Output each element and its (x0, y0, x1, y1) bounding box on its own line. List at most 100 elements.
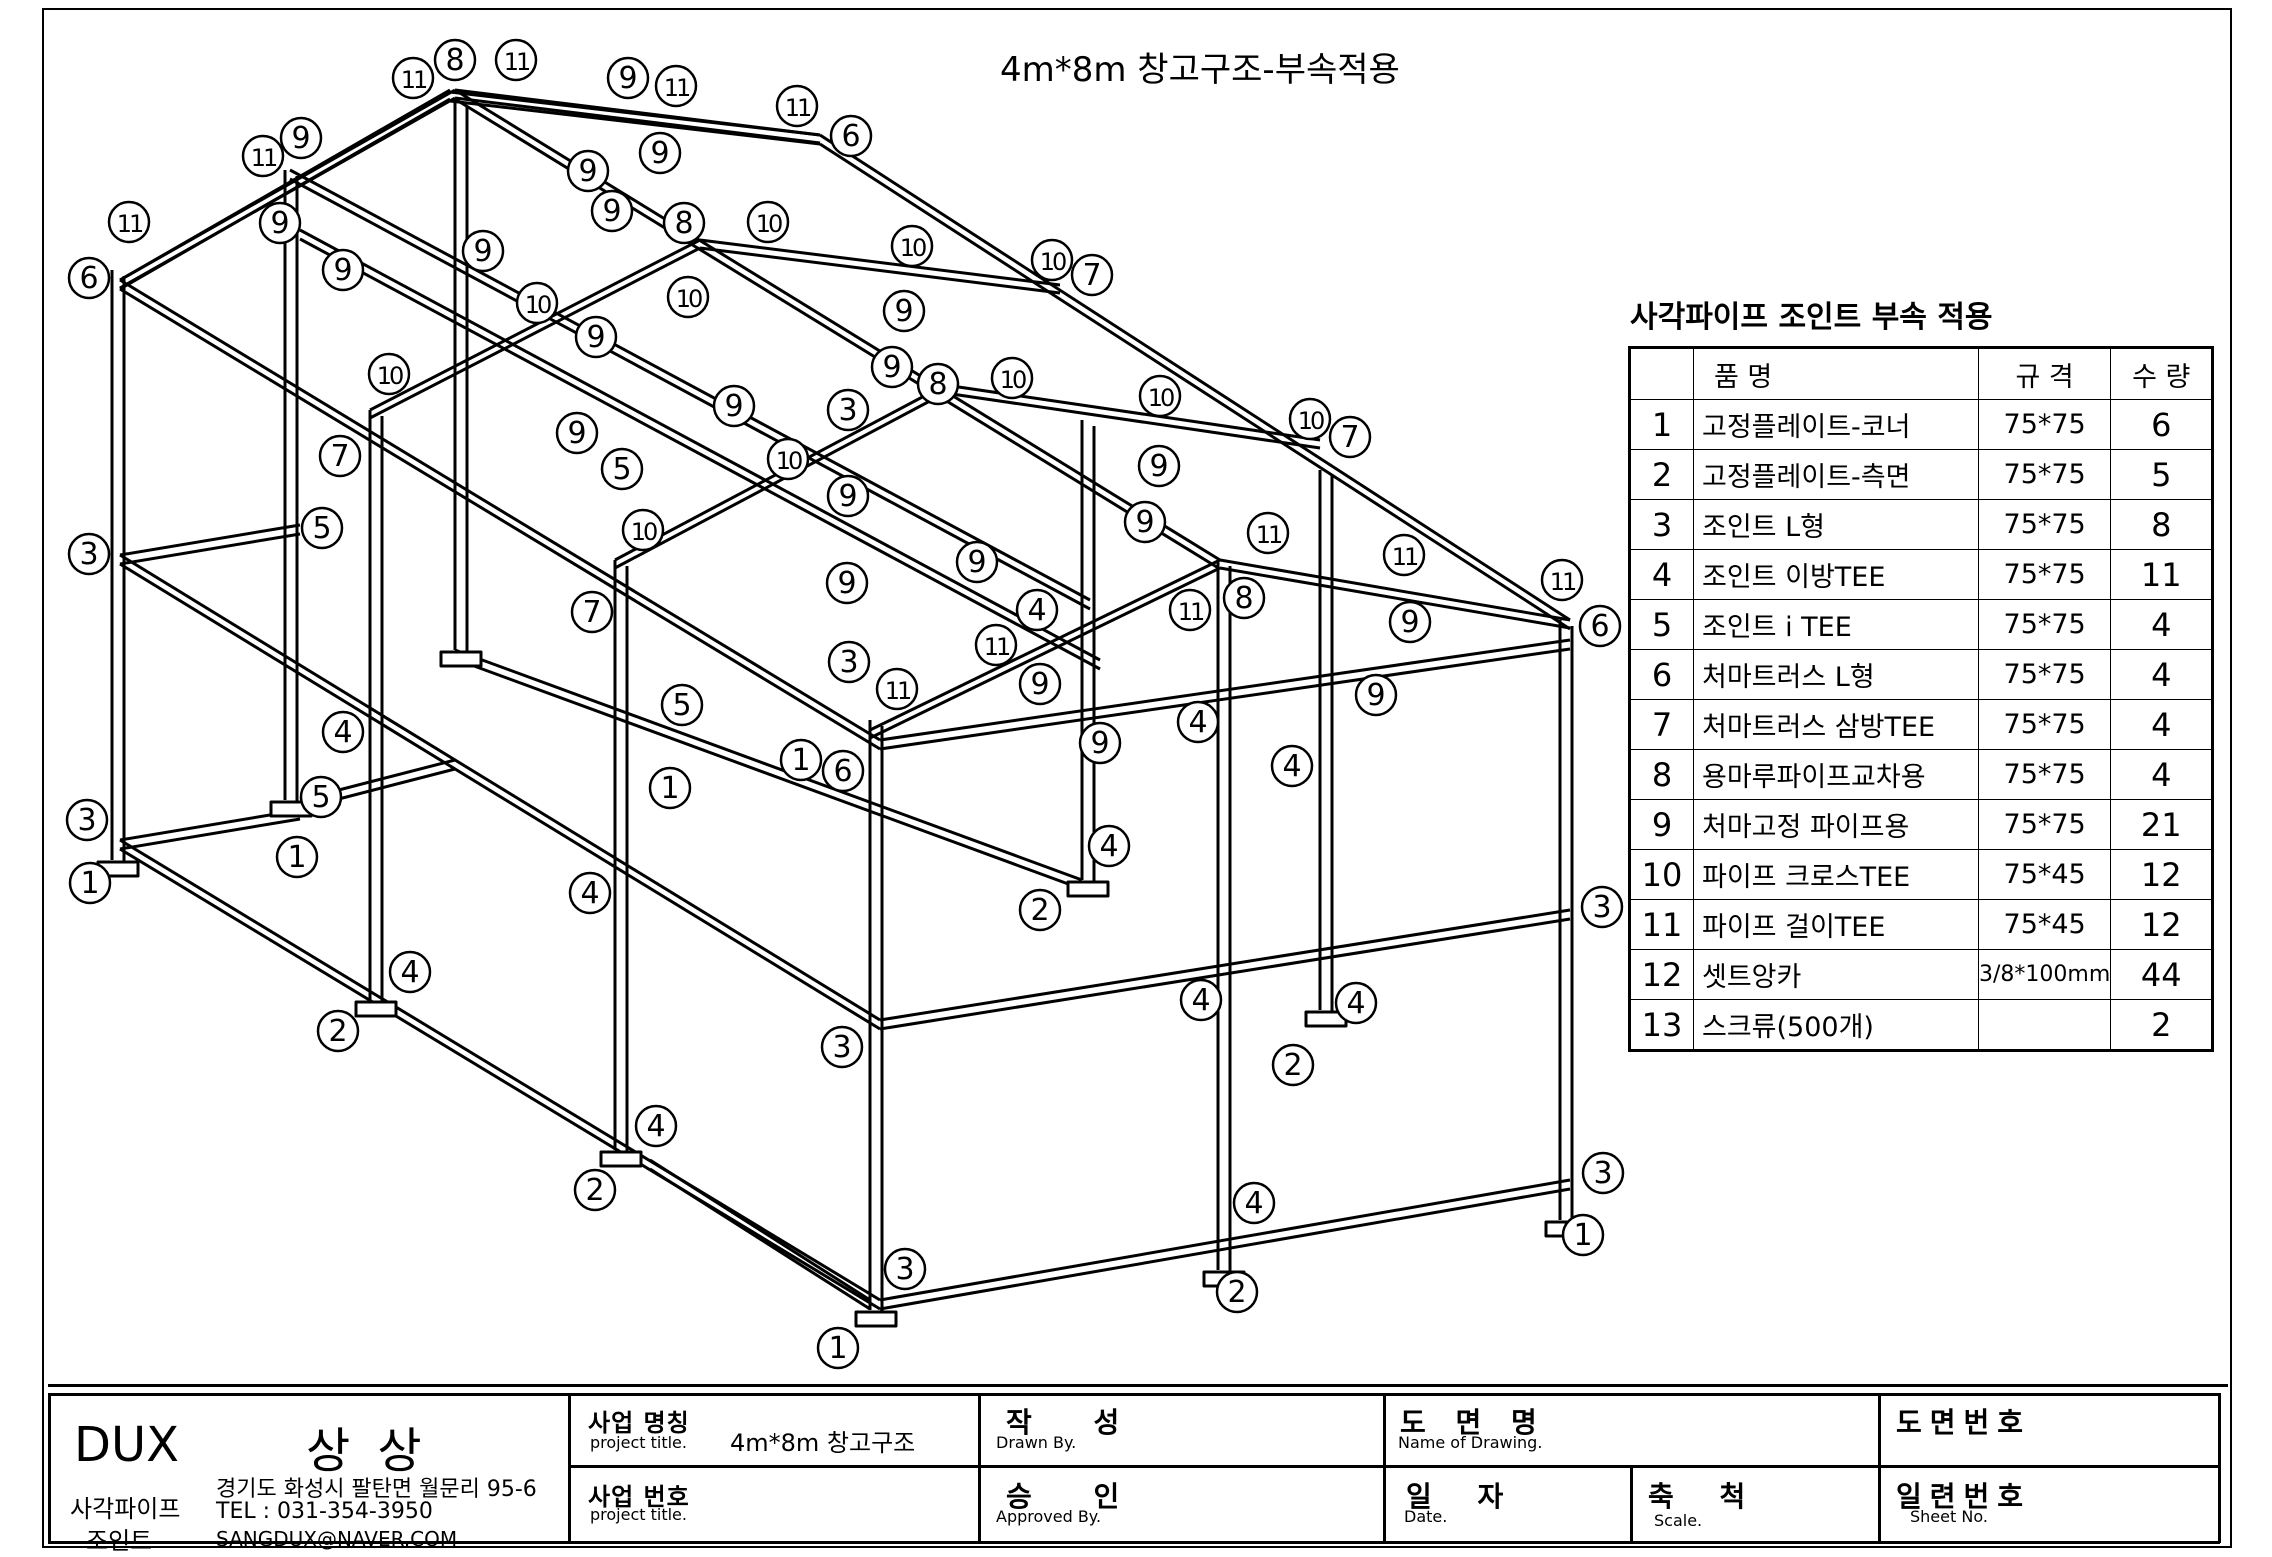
part-name: 고정플레이트-측면 (1693, 449, 1979, 500)
callout-circle (300, 506, 344, 550)
callout-circle (1561, 1213, 1605, 1257)
part-number: 1 (1629, 399, 1694, 450)
part-number: 13 (1629, 999, 1694, 1051)
part-callout: 9 (870, 345, 914, 389)
callout-number: 10 (631, 518, 657, 546)
part-callout: 6 (829, 114, 873, 158)
callout-number: 9 (967, 545, 986, 580)
date-label: 일 자 (1406, 1480, 1522, 1513)
purlin-2 (299, 228, 1101, 662)
callout-circle (367, 352, 411, 396)
callout-circle (916, 362, 960, 406)
eave-rail-right (879, 647, 1571, 751)
part-callout: 9 (825, 561, 869, 605)
part-number: 4 (1629, 549, 1694, 600)
title-block: DUX 상 상 사각파이프 조인트 경기도 화성시 팔탄면 월문리 95-6 T… (48, 1384, 2228, 1555)
part-callout: 10 (766, 437, 810, 481)
rafter-right-2 (944, 391, 1321, 450)
part-callout: 8 (662, 201, 706, 245)
part-callout: 3 (883, 1247, 927, 1291)
part-callout: 9 (258, 201, 302, 245)
part-qty: 11 (2110, 549, 2214, 600)
part-callout: 10 (621, 508, 665, 552)
part-callout: 4 (1270, 744, 1314, 788)
callout-circle (660, 683, 704, 727)
callout-circle (712, 384, 756, 428)
callout-circle (1137, 444, 1181, 488)
part-callout: 11 (1246, 511, 1290, 555)
callout-circle (825, 561, 869, 605)
callout-circle (1222, 576, 1266, 620)
callout-number: 9 (586, 320, 605, 355)
drawing-no-label: 도면번호 (1896, 1406, 2032, 1439)
part-spec: 75*75 (1977, 449, 2112, 500)
part-callout: 10 (1138, 374, 1182, 418)
part-callout: 11 (241, 134, 285, 178)
gable-left-mid (119, 532, 301, 566)
company-address: 경기도 화성시 팔탄면 월문리 95-6 (216, 1477, 537, 1502)
rafter-left-3 (869, 558, 1221, 732)
callout-number: 4 (1282, 749, 1301, 784)
rafter-left-0 (119, 88, 456, 282)
scale-sub: Scale. (1654, 1511, 1703, 1530)
part-qty: 44 (2110, 949, 2214, 1000)
callout-circle (515, 281, 559, 325)
callout-circle (241, 134, 285, 178)
callout-number: 9 (838, 479, 857, 514)
part-callout: 11 (875, 667, 919, 711)
callout-circle (321, 710, 365, 754)
part-callout: 3 (67, 532, 111, 576)
callout-circle (1232, 1181, 1276, 1225)
rear-eave (819, 142, 1571, 631)
callout-number: 1 (80, 866, 99, 901)
callout-number: 1 (660, 771, 679, 806)
drawn-label: 작 성 (1006, 1406, 1146, 1439)
mid-rail-front (119, 553, 881, 1022)
callout-circle (648, 766, 692, 810)
purlin-2 (299, 237, 1101, 671)
callout-circle (1070, 253, 1114, 297)
part-spec: 3/8*100mm (1977, 949, 2112, 1000)
callout-number: 3 (832, 1030, 851, 1065)
callout-number: 4 (1027, 593, 1046, 628)
part-number: 6 (1629, 649, 1694, 700)
part-callout: 9 (606, 56, 650, 100)
callout-number: 9 (650, 136, 669, 171)
part-callout: 9 (574, 315, 618, 359)
project-name-label: 사업 명칭 (588, 1409, 690, 1437)
part-callout: 11 (654, 64, 698, 108)
part-callout: 9 (712, 384, 756, 428)
sheet-no-sub: Sheet No. (1910, 1507, 1988, 1526)
part-name: 셋트앙카 (1693, 949, 1979, 1000)
part-callout: 11 (1168, 588, 1212, 632)
part-spec: 75*75 (1977, 649, 2112, 700)
callout-circle (1215, 1270, 1259, 1314)
callout-circle (820, 1025, 864, 1069)
callout-number: 11 (401, 66, 427, 94)
part-callout: 3 (826, 388, 870, 432)
part-callout: 7 (318, 434, 362, 478)
part-callout: 2 (316, 1009, 360, 1053)
callout-number: 9 (1090, 726, 1109, 761)
part-callout: 11 (494, 38, 538, 82)
part-spec: 75*75 (1977, 549, 2112, 600)
callout-circle (433, 38, 477, 82)
callout-number: 9 (1135, 505, 1154, 540)
company-type-line1: 사각파이프 (70, 1495, 181, 1523)
callout-circle (107, 200, 151, 244)
part-spec: 75*75 (1977, 599, 2112, 650)
mid-rail-right (879, 917, 1571, 1031)
callout-number: 1 (828, 1331, 847, 1366)
callout-number: 6 (841, 119, 860, 154)
callout-number: 3 (1593, 1156, 1612, 1191)
part-callout: 8 (433, 38, 477, 82)
part-callout: 10 (890, 224, 934, 268)
callout-number: 10 (1040, 248, 1066, 276)
drawing-frame (42, 8, 2232, 1548)
callout-number: 10 (776, 447, 802, 475)
callout-number: 11 (117, 210, 143, 238)
callout-number: 9 (333, 253, 352, 288)
approved-label: 승 인 (1006, 1480, 1146, 1513)
part-callout: 9 (882, 289, 926, 333)
